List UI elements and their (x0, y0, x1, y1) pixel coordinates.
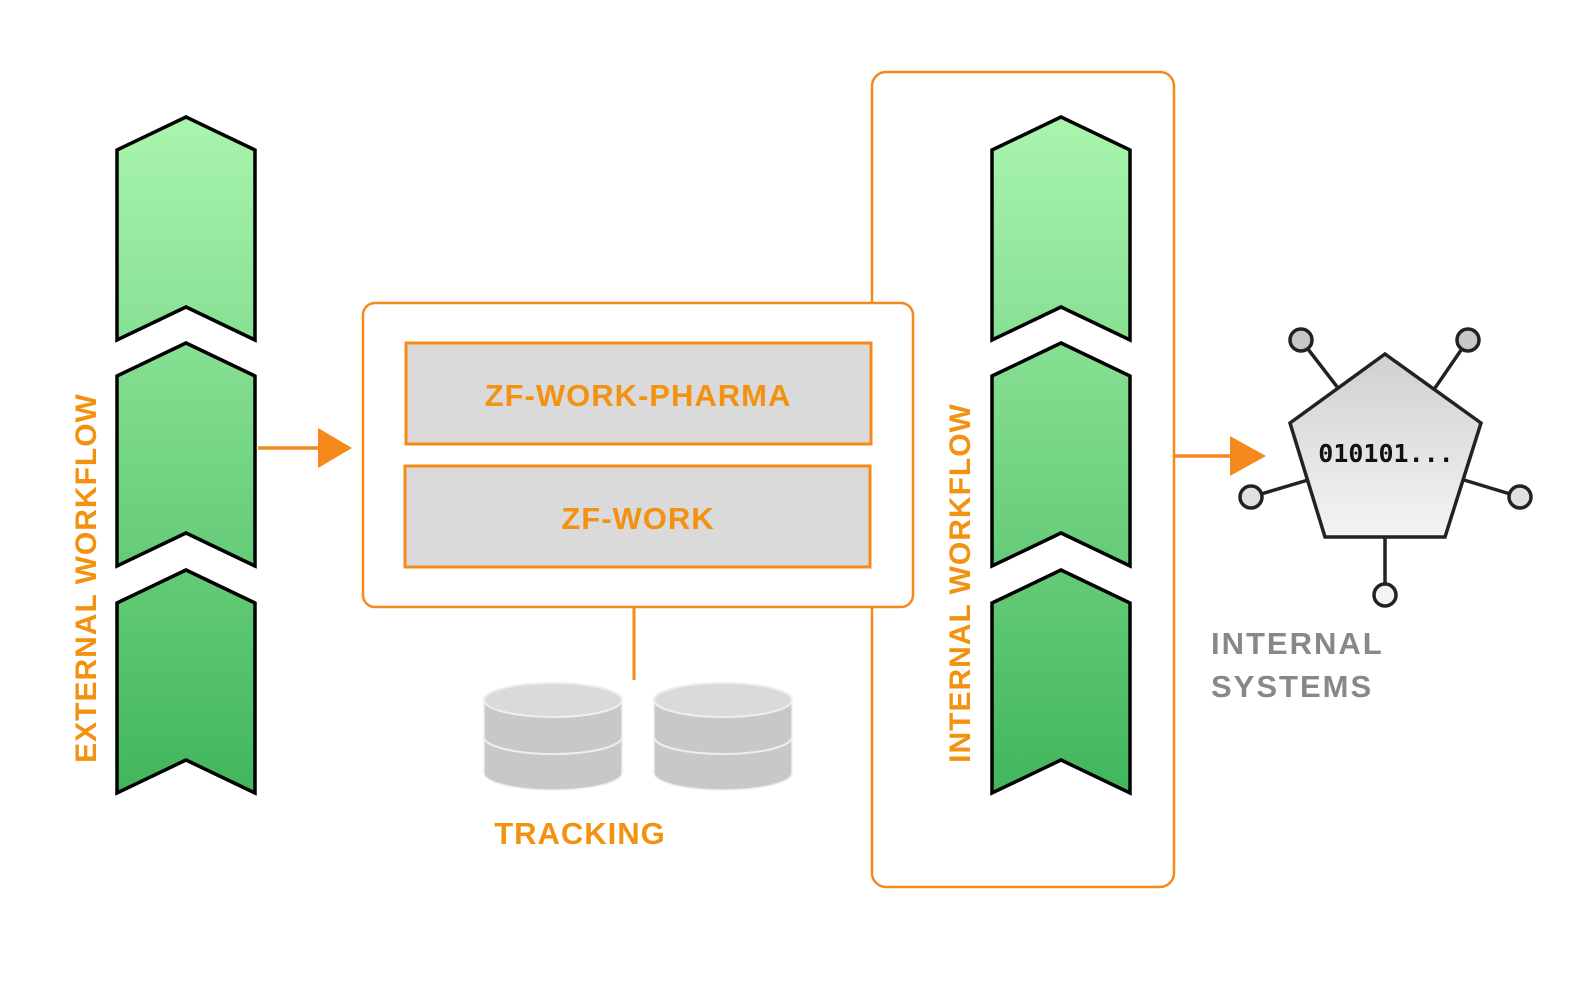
arrow-external-to-center (258, 428, 352, 468)
internal-systems-label-line1: INTERNAL (1211, 626, 1384, 661)
binary-data-label: 010101... (1318, 439, 1453, 468)
module-zf-work-label: ZF-WORK (561, 501, 714, 536)
node-port-icon (1507, 484, 1533, 510)
node-port-icon (1455, 327, 1481, 353)
external-step-2[interactable] (115, 341, 257, 569)
pentagon-icon (1287, 351, 1484, 539)
node-port-icon (1238, 484, 1264, 510)
internal-workflow-label: INTERNAL WORKFLOW (944, 403, 977, 763)
tracking-label: TRACKING (494, 816, 666, 851)
external-step-1[interactable] (115, 115, 257, 343)
module-zf-work-pharma-label: ZF-WORK-PHARMA (485, 378, 792, 413)
internal-systems-node[interactable]: 010101... (1238, 327, 1533, 608)
internal-step-2[interactable] (990, 341, 1132, 569)
internal-step-3[interactable] (990, 568, 1132, 796)
module-zf-work[interactable]: ZF-WORK (403, 464, 872, 569)
node-port-icon (1372, 582, 1398, 608)
internal-step-1[interactable] (990, 115, 1132, 343)
external-workflow-chevrons (115, 115, 257, 796)
database-icon[interactable] (483, 682, 623, 791)
arrow-internal-to-systems (1174, 436, 1266, 476)
external-step-3[interactable] (115, 568, 257, 796)
database-icon[interactable] (653, 682, 793, 791)
internal-workflow-chevrons (990, 115, 1132, 796)
external-workflow-label: EXTERNAL WORKFLOW (70, 393, 103, 763)
internal-systems-label-line2: SYSTEMS (1211, 669, 1373, 704)
module-zf-work-pharma[interactable]: ZF-WORK-PHARMA (404, 341, 873, 446)
node-port-icon (1288, 327, 1314, 353)
